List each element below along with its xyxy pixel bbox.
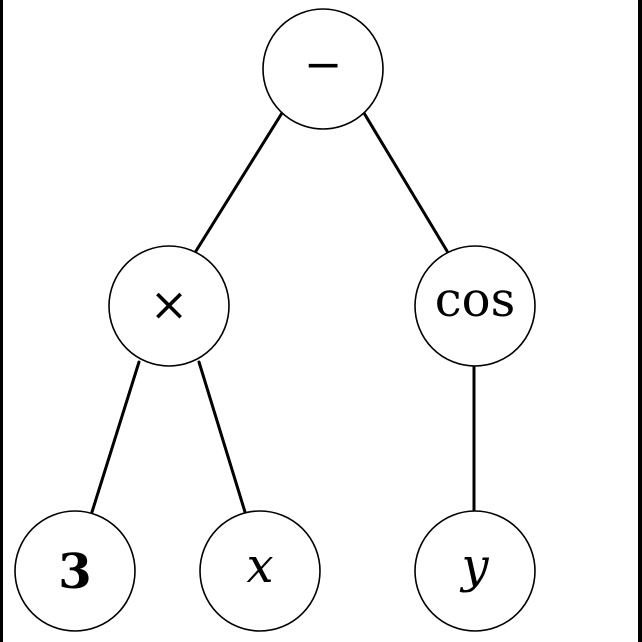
node-cos: cos <box>414 245 536 367</box>
edge-root-to-times <box>194 111 284 253</box>
node-x-circle <box>199 510 321 632</box>
node-times-label: × <box>150 277 189 331</box>
node-x: x <box>199 510 321 632</box>
node-cos-label: cos <box>435 272 515 328</box>
node-three-label: 3 <box>58 544 91 600</box>
node-times: × <box>108 245 230 367</box>
node-minus-label: − <box>304 37 343 91</box>
node-three-circle <box>14 510 136 632</box>
node-times-circle <box>108 245 230 367</box>
node-cos-circle <box>414 245 536 367</box>
right-border-rule <box>638 0 642 642</box>
node-x-label: x <box>246 538 273 594</box>
edge-root-to-cos <box>362 111 449 253</box>
node-minus: − <box>262 8 384 130</box>
node-minus-circle <box>262 8 384 130</box>
edge-times-to-x <box>197 360 247 514</box>
edge-times-to-three <box>90 360 141 514</box>
node-y-label: y <box>459 538 489 594</box>
node-y: y <box>414 510 536 632</box>
tree-edges <box>90 111 476 514</box>
node-three: 3 <box>14 510 136 632</box>
left-border-rule <box>0 0 3 642</box>
node-y-circle <box>414 510 536 632</box>
